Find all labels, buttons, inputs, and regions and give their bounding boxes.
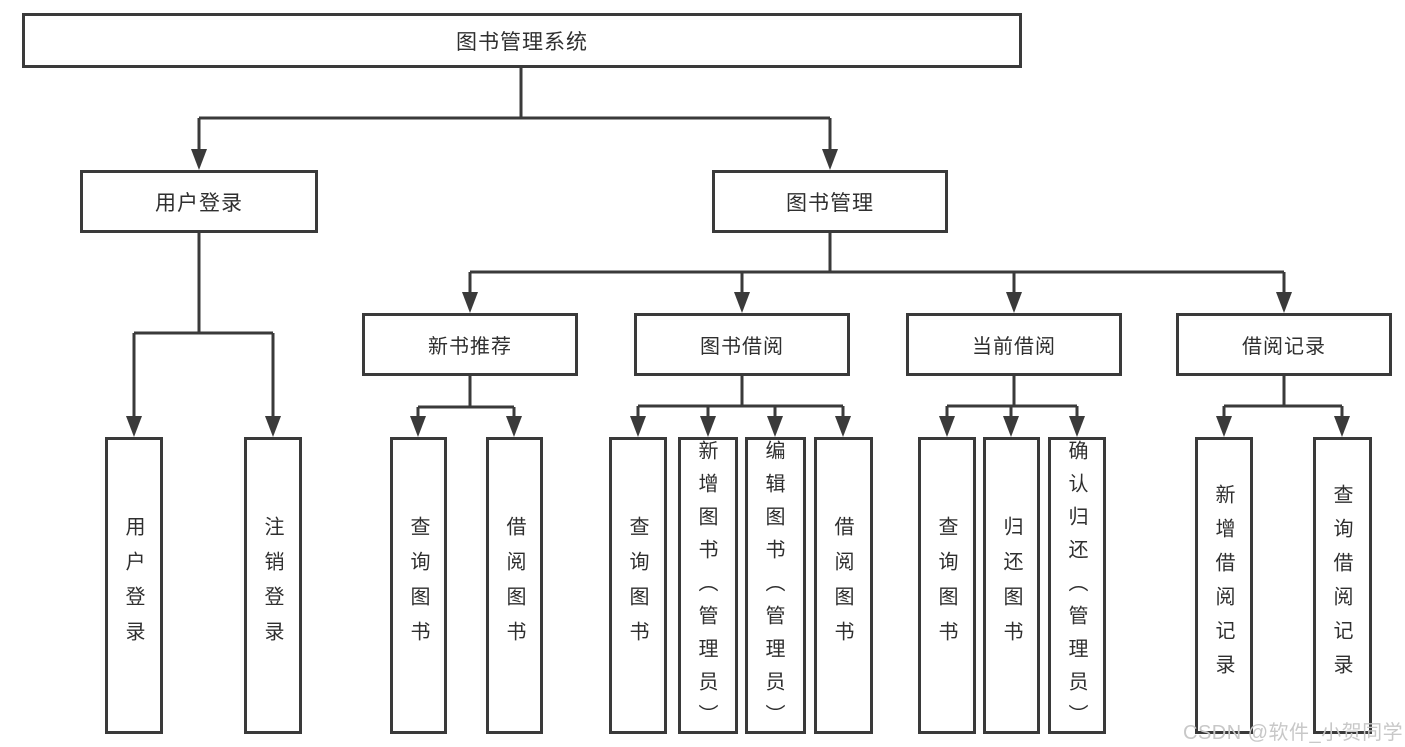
leaf-logout: 注销登录: [244, 437, 302, 734]
leaf-query-books-recommend: 查询图书: [390, 437, 447, 734]
node-borrow-records: 借阅记录: [1176, 313, 1392, 376]
node-root: 图书管理系统: [22, 13, 1022, 68]
leaf-return-books: 归还图书: [983, 437, 1040, 734]
arrowheads: [126, 149, 1350, 437]
leaf-borrow-books-recommend: 借阅图书: [486, 437, 543, 734]
node-user-login: 用户登录: [80, 170, 318, 233]
leaf-query-books-current: 查询图书: [918, 437, 976, 734]
leaf-query-books-borrow: 查询图书: [609, 437, 667, 734]
node-book-management: 图书管理: [712, 170, 948, 233]
csdn-watermark: CSDN @软件_小贺同学: [1183, 722, 1404, 744]
leaf-add-borrow-record: 新增借阅记录: [1195, 437, 1253, 734]
node-new-book-recommend: 新书推荐: [362, 313, 578, 376]
node-current-borrow: 当前借阅: [906, 313, 1122, 376]
leaf-query-borrow-record: 查询借阅记录: [1313, 437, 1372, 734]
node-book-borrow: 图书借阅: [634, 313, 850, 376]
leaf-confirm-return-admin: 确认归还（管理员）: [1048, 437, 1106, 737]
leaf-edit-books-admin: 编辑图书（管理员）: [745, 437, 806, 737]
leaf-user-login: 用户登录: [105, 437, 163, 734]
leaf-borrow-books: 借阅图书: [814, 437, 873, 734]
leaf-add-books-admin: 新增图书（管理员）: [678, 437, 738, 737]
